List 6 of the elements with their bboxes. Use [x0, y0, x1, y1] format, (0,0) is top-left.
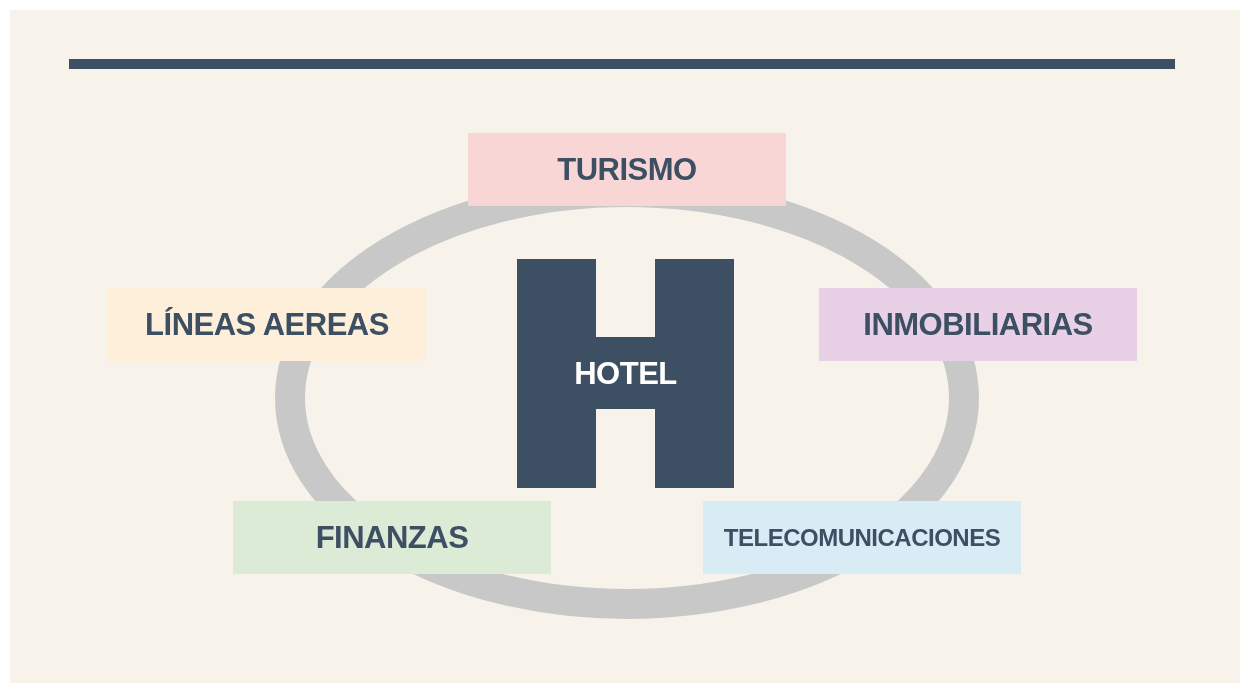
sector-label-box: TELECOMUNICACIONES — [703, 501, 1021, 574]
hotel-label: HOTEL — [574, 355, 677, 392]
sector-label-box: LÍNEAS AEREAS — [108, 288, 426, 361]
sector-label-box: TURISMO — [468, 133, 786, 206]
sector-label-box: FINANZAS — [233, 501, 551, 574]
sector-label-box: INMOBILIARIAS — [819, 288, 1137, 361]
